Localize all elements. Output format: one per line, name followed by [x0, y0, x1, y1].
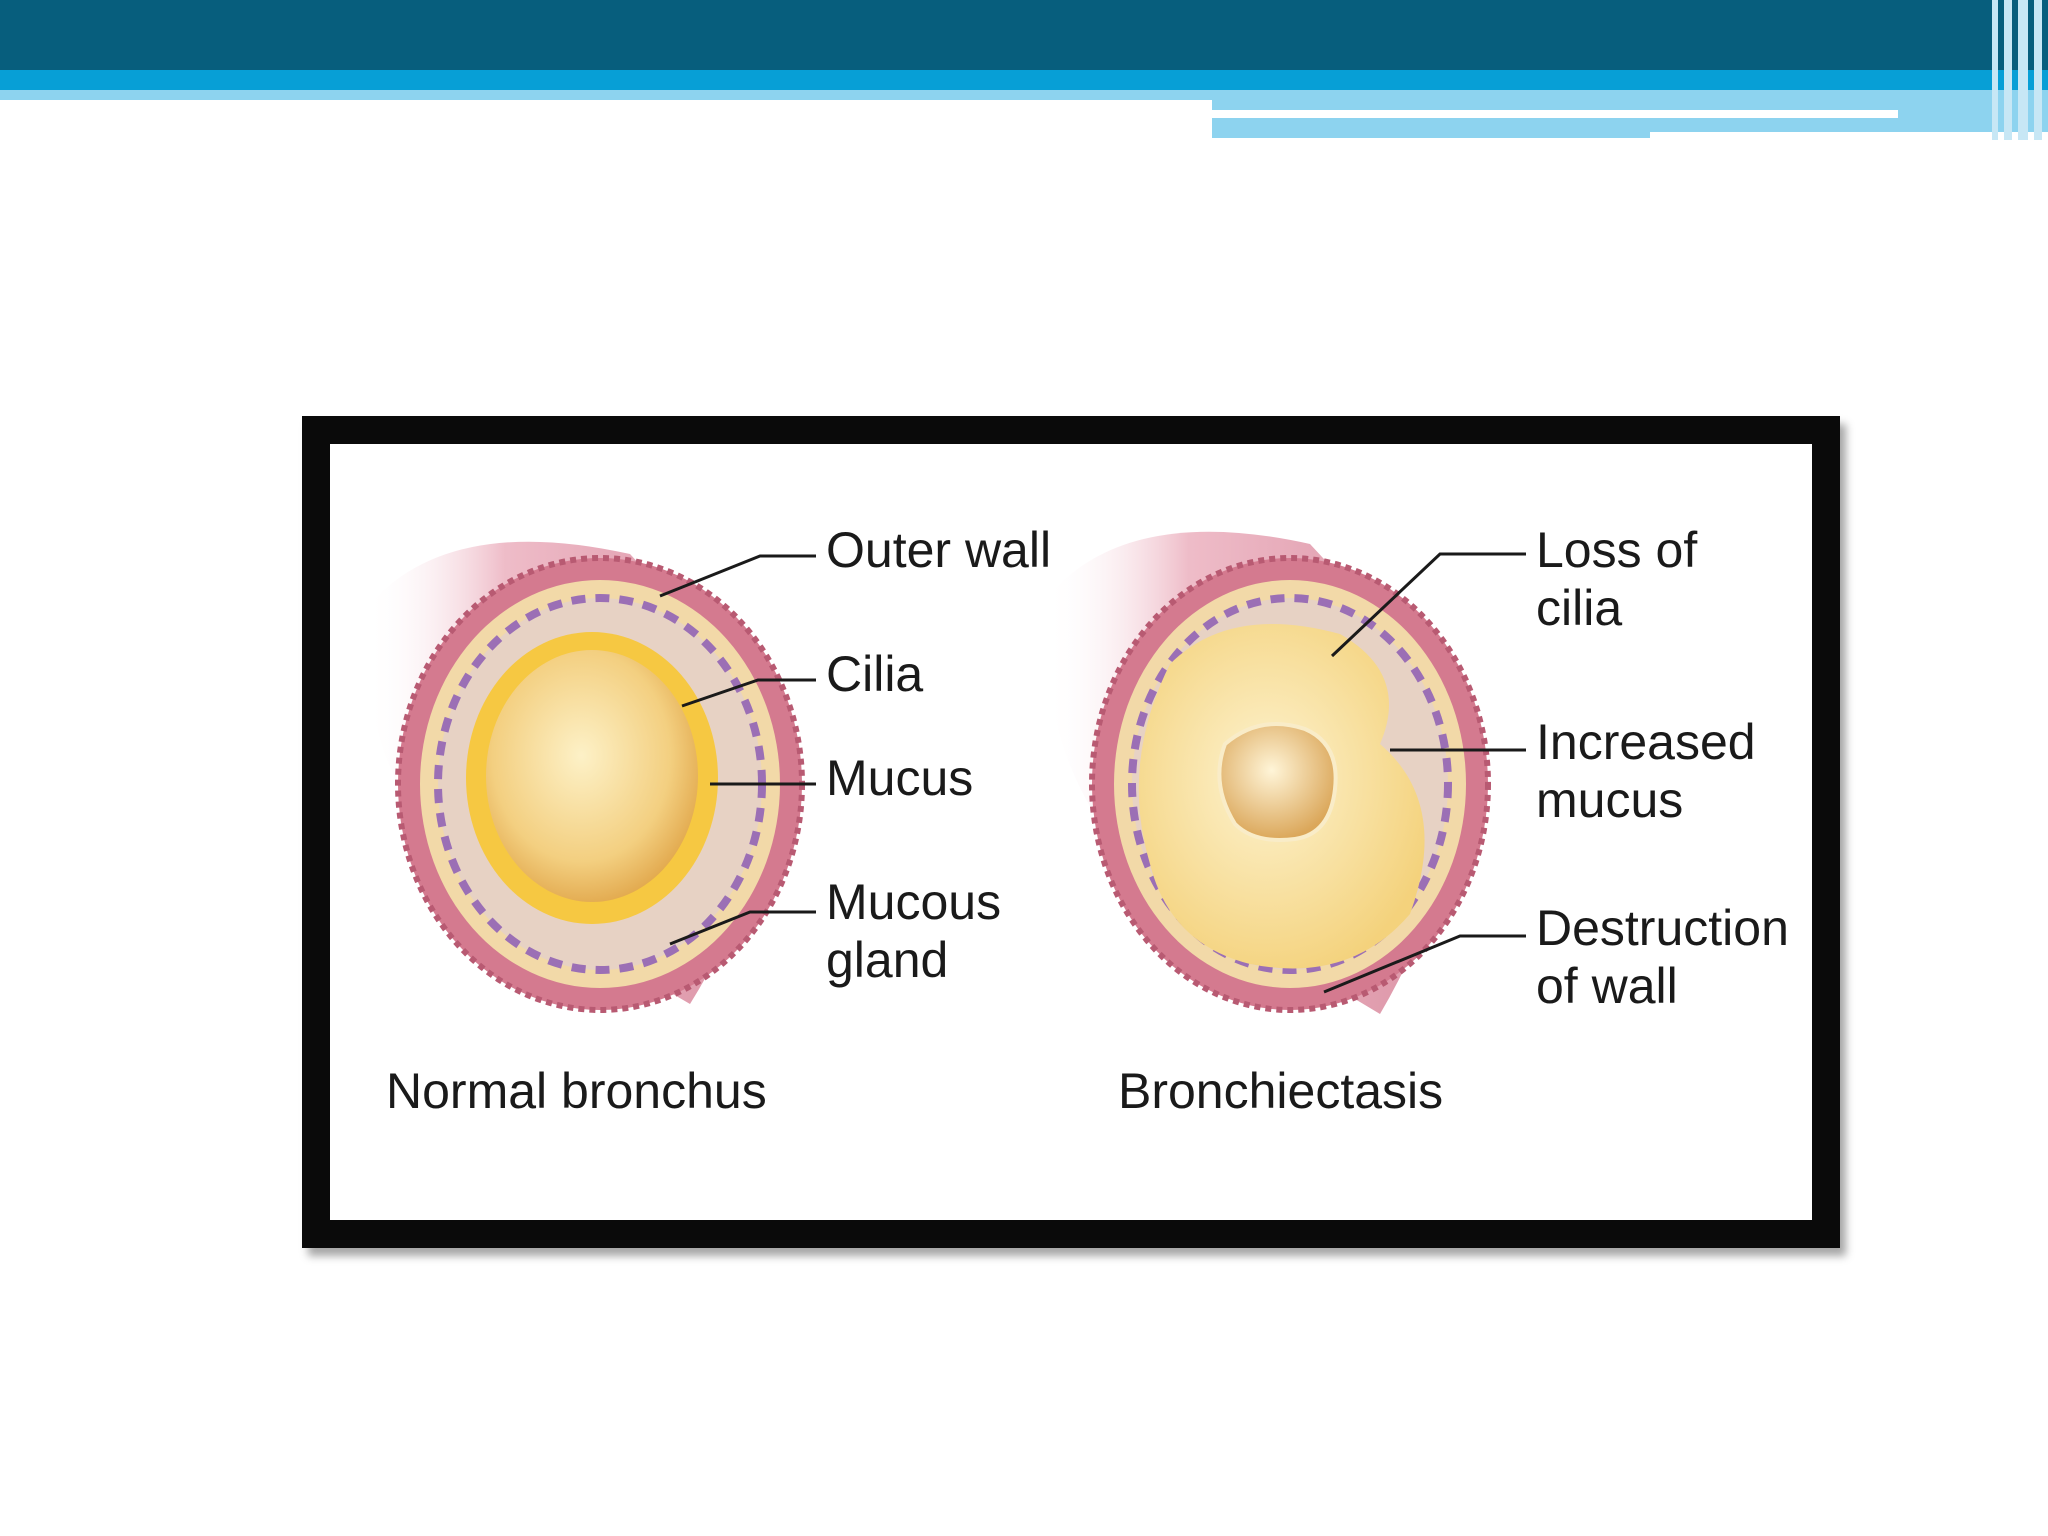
- header-right-line: [1212, 110, 1898, 118]
- diagram-panel: Outer wall Cilia Mucus Mucous gland Loss…: [330, 444, 1812, 1220]
- leader-destruction-of-wall: [1323, 934, 1526, 994]
- bronchiectasis-lumen: [1217, 722, 1338, 842]
- label-mucus: Mucus: [826, 750, 974, 806]
- label-mucous-gland: Mucous gland: [826, 874, 1002, 988]
- leader-mucous-gland: [669, 910, 816, 946]
- leader-loss-of-cilia: [1330, 552, 1526, 658]
- leader-cilia: [681, 678, 816, 708]
- label-cilia: Cilia: [826, 646, 924, 702]
- label-increased-mucus: Increased mucus: [1536, 714, 1756, 828]
- stripe: [2018, 0, 2028, 140]
- caption-normal-bronchus: Normal bronchus: [386, 1063, 767, 1119]
- header-dark-bar: [0, 0, 2048, 70]
- normal-lumen: [486, 650, 698, 902]
- caption-bronchiectasis: Bronchiectasis: [1118, 1063, 1444, 1119]
- header-stripes: [1988, 0, 2048, 140]
- header-cyan-band: [0, 70, 2048, 90]
- stripe: [2004, 0, 2012, 140]
- header-right-cut: [1650, 132, 2048, 144]
- label-destruction-of-wall: Destruction of wall: [1536, 900, 1789, 1014]
- bronchus-illustration: [366, 531, 1526, 1014]
- normal-leader-lines: [659, 554, 816, 946]
- label-outer-wall: Outer wall: [826, 522, 1052, 578]
- header-light-band: [0, 90, 1212, 100]
- image-frame: Outer wall Cilia Mucus Mucous gland Loss…: [302, 416, 1840, 1248]
- bronchiectasis-leader-lines: [1323, 552, 1526, 994]
- stripe: [2034, 0, 2042, 140]
- stripe: [1992, 0, 1998, 140]
- leader-outer-wall: [659, 554, 816, 598]
- label-loss-of-cilia: Loss of cilia: [1536, 522, 1698, 636]
